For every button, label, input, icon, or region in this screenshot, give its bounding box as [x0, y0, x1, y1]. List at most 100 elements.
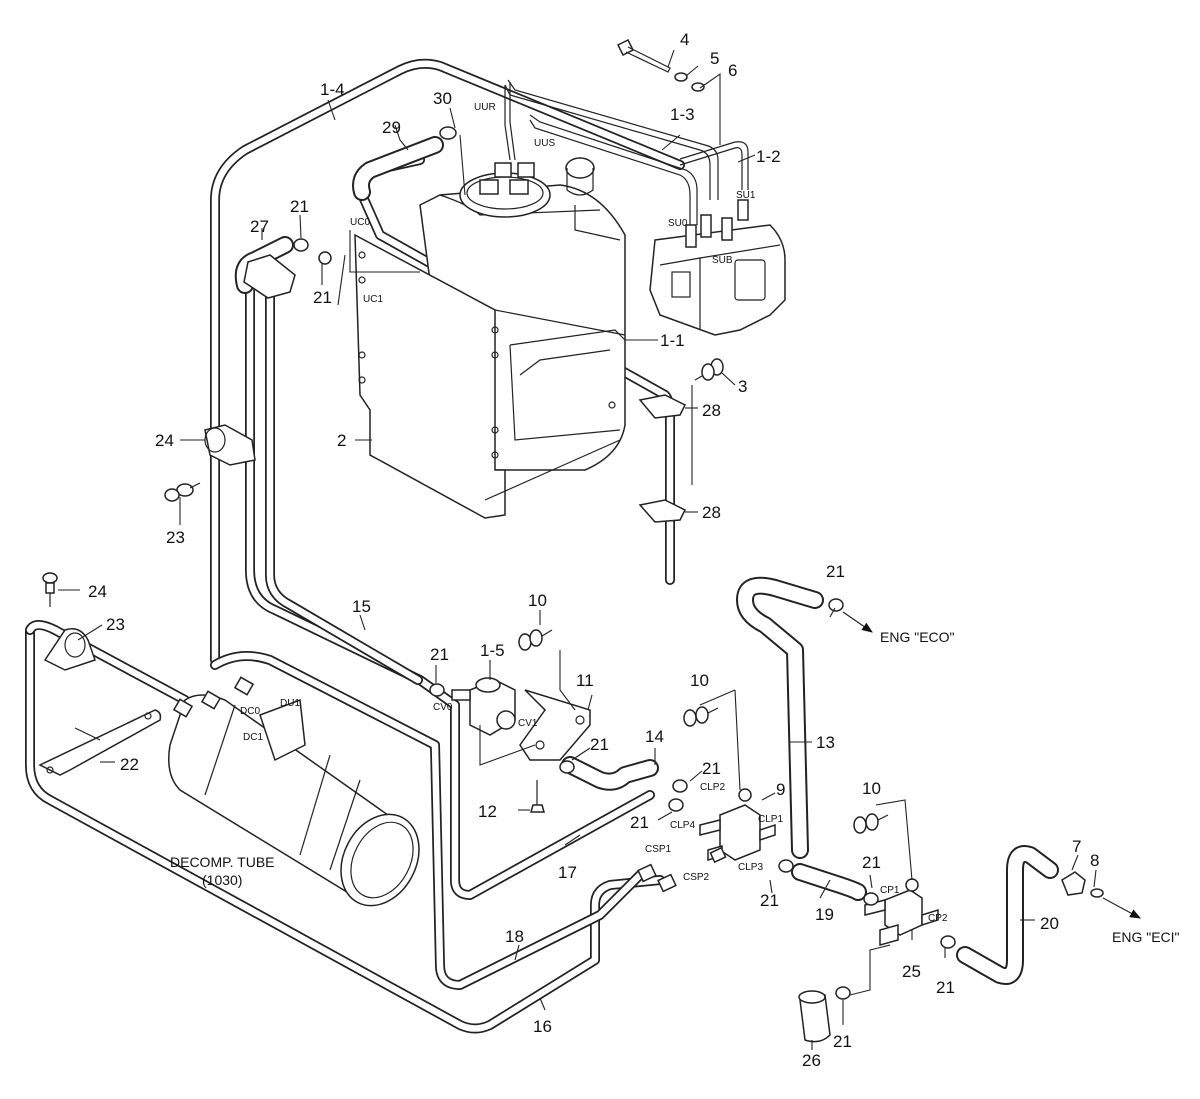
tag-uus: UUS	[534, 138, 555, 149]
callout-25: 25	[902, 962, 921, 981]
clamp-27	[243, 254, 296, 299]
callout-12: 12	[478, 802, 497, 821]
hose-29	[352, 136, 444, 201]
callout-1-4: 1-4	[320, 80, 345, 99]
callout-21-d: 21	[430, 645, 449, 664]
hose-20	[956, 845, 1059, 985]
hose-clamp-21	[293, 238, 956, 1000]
callout-23-a: 23	[166, 528, 185, 547]
tag-dc1: DC1	[243, 732, 263, 743]
tag-uc0: UC0	[350, 217, 370, 228]
decomp-tube	[168, 694, 420, 907]
callout-21-e: 21	[590, 735, 609, 754]
bracket-22	[38, 709, 162, 776]
callout-20: 20	[1040, 914, 1059, 933]
washer-30	[439, 126, 457, 140]
pipe-18	[210, 651, 645, 990]
eng-eci-label: ENG "ECI"	[1112, 929, 1180, 945]
callout-21-b: 21	[313, 288, 332, 307]
pipe-16	[25, 620, 665, 1034]
pipe-15	[265, 265, 423, 685]
callout-23-b: 23	[106, 615, 125, 634]
tag-uur: UUR	[474, 102, 496, 113]
callout-18: 18	[505, 927, 524, 946]
decomp-tube-number: (1030)	[202, 872, 242, 888]
callout-21-a: 21	[290, 197, 309, 216]
washer-5	[674, 72, 688, 82]
tag-clp2: CLP2	[700, 782, 725, 793]
callout-10-c: 10	[862, 779, 881, 798]
clamp-23-lower	[43, 628, 96, 671]
callout-3: 3	[738, 377, 747, 396]
callout-1-3: 1-3	[670, 105, 695, 124]
tag-cv1: CV1	[518, 718, 538, 729]
tag-dc0: DC0	[240, 706, 260, 717]
tag-su0: SU0	[668, 218, 688, 229]
callout-16: 16	[533, 1017, 552, 1036]
pipe-1-4	[210, 58, 685, 665]
callout-21-j: 21	[936, 978, 955, 997]
cap-26	[798, 990, 831, 1043]
tee-25	[849, 878, 939, 996]
callout-8: 8	[1090, 851, 1099, 870]
callout-1-5: 1-5	[480, 641, 505, 660]
decomp-tube-label: DECOMP. TUBE	[170, 854, 275, 870]
callout-24-b: 24	[88, 582, 107, 601]
tag-clp4: CLP4	[670, 820, 695, 831]
callout-28-a: 28	[702, 401, 721, 420]
callout-26: 26	[802, 1051, 821, 1070]
clamp-28-lower	[638, 499, 687, 523]
tag-cp2: CP2	[928, 913, 948, 924]
hose-13	[736, 576, 824, 859]
eng-eco-label: ENG "ECO"	[880, 629, 955, 645]
bolt-10-b	[683, 706, 719, 727]
clamp-28-upper	[638, 394, 687, 419]
callout-29: 29	[382, 118, 401, 137]
callout-21-k: 21	[833, 1032, 852, 1051]
callout-1-2: 1-2	[756, 147, 781, 166]
callout-24-a: 24	[155, 431, 174, 450]
pipe-fittings	[172, 676, 727, 893]
callout-10-b: 10	[690, 671, 709, 690]
washer-8	[1090, 888, 1104, 898]
valve-1-5	[451, 677, 516, 736]
callout-27: 27	[250, 217, 269, 236]
callout-7: 7	[1072, 837, 1081, 856]
notes: DECOMP. TUBE (1030) ENG "ECO" ENG "ECI"	[170, 629, 1180, 945]
dosing-module	[649, 199, 786, 336]
tag-csp2: CSP2	[683, 872, 710, 883]
tag-cp1: CP1	[880, 885, 900, 896]
callout-2: 2	[337, 431, 346, 450]
callout-11: 11	[576, 671, 594, 690]
tag-clp1: CLP1	[758, 814, 783, 825]
callout-13: 13	[816, 733, 835, 752]
washer-6	[691, 82, 705, 92]
callout-21-i: 21	[760, 891, 779, 910]
fitting-7	[1061, 871, 1086, 896]
tag-sub: SUB	[712, 255, 733, 266]
callout-21-h: 21	[862, 853, 881, 872]
callout-numbers: 1-4 4 5 6 1-3 1-2 30 29 21 27 21 1-1 3 2…	[88, 30, 1099, 1070]
arrow-eng-eci	[1102, 897, 1141, 919]
bolt-12	[530, 780, 545, 813]
bolt-23-upper	[164, 482, 201, 502]
clamp-24	[204, 424, 256, 466]
bolt-10-a	[518, 629, 553, 651]
tee-9	[699, 788, 776, 861]
bolt-24-lower	[42, 572, 58, 607]
callout-6: 6	[728, 61, 737, 80]
callout-4: 4	[680, 30, 689, 49]
callout-21-g: 21	[630, 813, 649, 832]
connector-tags: UUR UUS SU0 SU1 SUB UC0 UC1 CV0 CV1 CLP2…	[240, 102, 948, 924]
callout-17: 17	[558, 863, 577, 882]
callout-21-c: 21	[826, 562, 845, 581]
callout-14: 14	[645, 727, 664, 746]
tubes-1-2-1-3	[504, 79, 749, 225]
tag-uc1: UC1	[363, 294, 383, 305]
callout-28-b: 28	[702, 503, 721, 522]
hose-19	[791, 863, 867, 901]
callout-9: 9	[776, 780, 785, 799]
leader-lines	[58, 49, 1097, 1050]
callout-10-a: 10	[528, 591, 547, 610]
